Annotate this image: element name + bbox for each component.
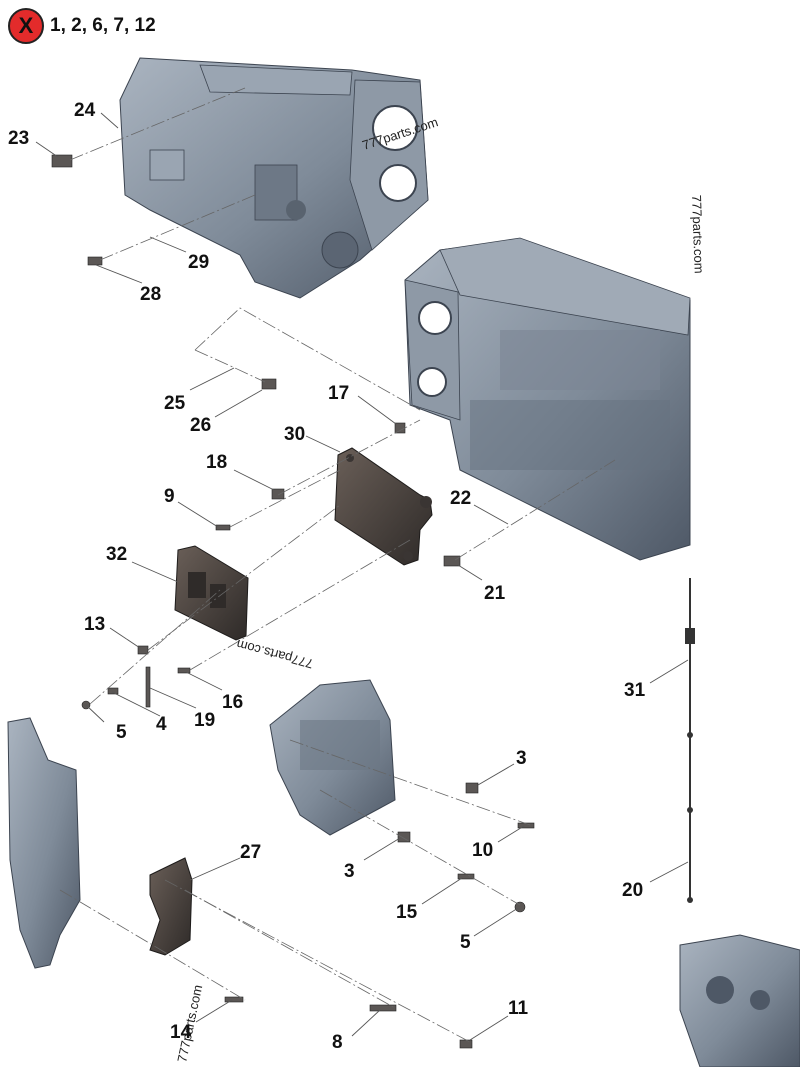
callout-26: 26 — [190, 415, 211, 436]
callout-5-left: 5 — [116, 722, 127, 743]
assembly-lines — [59, 87, 616, 1043]
grommet-3b — [397, 831, 411, 843]
leader-lines — [35, 112, 689, 1041]
callout-31: 31 — [624, 680, 646, 701]
callout-3-lower: 3 — [344, 861, 355, 882]
callout-10: 10 — [472, 840, 493, 861]
excluded-x-icon: X — [8, 8, 44, 44]
callout-15: 15 — [396, 902, 418, 923]
bolt-11 — [459, 1039, 473, 1049]
bolt-10 — [517, 822, 535, 829]
callout-labels: 23 24 29 28 25 26 17 30 18 9 22 21 32 13… — [8, 100, 646, 1053]
callout-29: 29 — [188, 252, 209, 273]
stud-8 — [369, 1004, 397, 1012]
grommet-18 — [271, 488, 285, 500]
callout-25: 25 — [164, 393, 186, 414]
engine-block-lower-left — [7, 717, 81, 969]
callout-4: 4 — [156, 714, 167, 735]
callout-22: 22 — [450, 488, 471, 509]
bolt-14 — [224, 996, 244, 1003]
bolt-16 — [177, 667, 191, 674]
engine-block-right — [404, 237, 691, 561]
watermark-right: 777parts.com — [689, 195, 707, 274]
plug-28 — [87, 256, 103, 266]
excluded-parts-list: 1, 2, 6, 7, 12 — [50, 15, 156, 36]
sensor-26 — [261, 378, 277, 390]
callout-8: 8 — [332, 1032, 343, 1053]
grommet-3a — [465, 782, 479, 794]
callout-13: 13 — [84, 614, 105, 635]
bracket-27 — [149, 857, 193, 956]
callout-32: 32 — [106, 544, 127, 565]
callout-11: 11 — [508, 998, 529, 1019]
engine-block-middle — [269, 679, 396, 836]
callout-16: 16 — [222, 692, 243, 713]
callout-23: 23 — [8, 128, 29, 149]
wiring-harness-31-20 — [685, 578, 695, 903]
callout-3-upper: 3 — [516, 748, 527, 769]
callout-27: 27 — [240, 842, 261, 863]
ecm-mounting-plate — [334, 447, 433, 566]
strap-19 — [145, 666, 151, 708]
bolt-9 — [215, 524, 231, 531]
watermark-middle: 777parts.com — [235, 637, 315, 672]
engine-block-bottom-right — [679, 934, 800, 1067]
callout-28: 28 — [140, 284, 161, 305]
callout-19: 19 — [194, 710, 215, 731]
callout-24: 24 — [74, 100, 96, 121]
exclusion-legend: X 1, 2, 6, 7, 12 — [8, 8, 156, 44]
excluded-x-label: X — [18, 13, 34, 38]
sensor-23 — [51, 154, 73, 168]
ecm-module — [174, 545, 249, 641]
callout-14: 14 — [170, 1022, 192, 1043]
callout-5-right: 5 — [460, 932, 471, 953]
plug-17 — [394, 422, 406, 434]
callout-21: 21 — [484, 583, 506, 604]
engine-block-top-left — [119, 57, 429, 299]
callout-9: 9 — [164, 486, 175, 507]
bolt-15 — [457, 873, 475, 880]
callout-20: 20 — [622, 880, 643, 901]
sensor-21 — [443, 555, 461, 567]
callout-18: 18 — [206, 452, 227, 473]
callout-17: 17 — [328, 383, 349, 404]
nut-5b — [514, 901, 526, 913]
washer-4 — [107, 687, 119, 695]
callout-30: 30 — [284, 424, 305, 445]
